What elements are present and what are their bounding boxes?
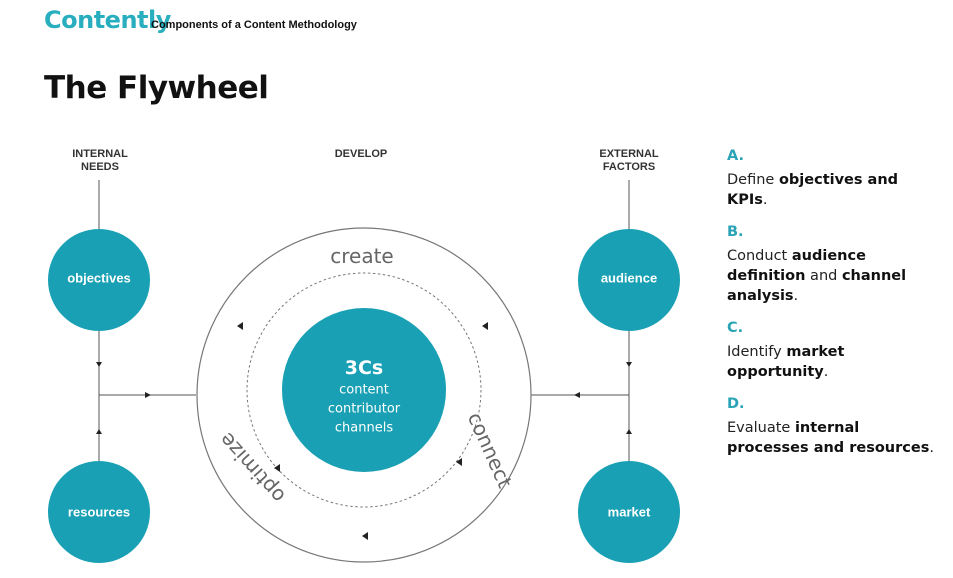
- center-line-content: content: [339, 382, 389, 398]
- market-node: [578, 461, 680, 563]
- step-a-text: Define objectives and KPIs.: [727, 170, 942, 210]
- step-d-part-2: .: [929, 440, 934, 456]
- arrow-left-external: [574, 392, 580, 398]
- objectives-label: objectives: [67, 270, 131, 286]
- center-line-contributor: contributor: [327, 401, 401, 417]
- step-b: B. Conduct audience definition and chann…: [727, 222, 942, 306]
- objectives-node: [48, 229, 150, 331]
- arrow-ring-bottom: [362, 532, 368, 540]
- market-label: market: [607, 504, 651, 520]
- outer-ring: [196, 227, 532, 563]
- audience-node: [578, 229, 680, 331]
- step-d: D. Evaluate internal processes and resou…: [727, 394, 942, 458]
- step-c: C. Identify market opportunity.: [727, 318, 942, 382]
- step-d-text: Evaluate internal processes and resource…: [727, 418, 942, 458]
- resources-node: [48, 461, 150, 563]
- contently-logo: Contently: [44, 6, 171, 34]
- arrow-ring-bottom-left: [274, 464, 280, 472]
- ring-word-create: create: [330, 244, 394, 268]
- internal-needs-label: INTERNAL NEEDS: [72, 148, 128, 173]
- step-b-part-4: .: [793, 288, 799, 304]
- resources-label: resources: [67, 504, 131, 520]
- center-line-channels: channels: [334, 420, 394, 436]
- inner-dashed-ring: [246, 272, 482, 508]
- step-d-part-1: internal processes and resources: [727, 420, 930, 456]
- arrow-ring-bottom-right: [456, 458, 462, 466]
- arrow-up-internal-bottom: [96, 429, 102, 434]
- step-c-part-1: market opportunity: [727, 344, 845, 380]
- step-b-part-2: and: [805, 268, 842, 284]
- step-b-letter: B.: [727, 224, 744, 240]
- step-a: A. Define objectives and KPIs.: [727, 146, 942, 210]
- arrow-ring-left: [237, 322, 243, 330]
- center-title: 3Cs: [344, 357, 384, 379]
- step-a-letter: A.: [727, 148, 744, 164]
- develop-label: DEVELOP: [334, 148, 388, 160]
- audience-label: audience: [600, 270, 658, 286]
- step-d-letter: D.: [727, 396, 745, 412]
- step-c-letter: C.: [727, 320, 744, 336]
- page-title: The Flywheel: [44, 70, 269, 106]
- step-c-part-0: Identify: [727, 344, 787, 360]
- arrow-down-external-top: [626, 362, 632, 367]
- external-factors-label: EXTERNAL FACTORS: [599, 148, 659, 173]
- arrow-right-internal: [145, 392, 151, 398]
- step-d-part-0: Evaluate: [727, 420, 795, 436]
- arrow-up-external-bottom: [626, 429, 632, 434]
- step-a-part-0: Define: [727, 172, 779, 188]
- step-c-part-2: .: [823, 364, 829, 380]
- step-c-text: Identify market opportunity.: [727, 342, 942, 382]
- steps-list: A. Define objectives and KPIs. B. Conduc…: [727, 146, 942, 470]
- step-a-part-2: .: [762, 192, 768, 208]
- step-b-part-0: Conduct: [727, 248, 792, 264]
- arrow-ring-right: [482, 322, 488, 330]
- header-subtitle: Components of a Content Methodology: [151, 19, 357, 31]
- step-b-part-1: audience definition: [727, 248, 866, 284]
- step-b-part-3: channel analysis: [727, 268, 907, 304]
- step-b-text: Conduct audience definition and channel …: [727, 246, 942, 306]
- arrow-down-internal-top: [96, 362, 102, 367]
- step-a-part-1: objectives and KPIs: [727, 172, 899, 208]
- center-core: [282, 308, 446, 472]
